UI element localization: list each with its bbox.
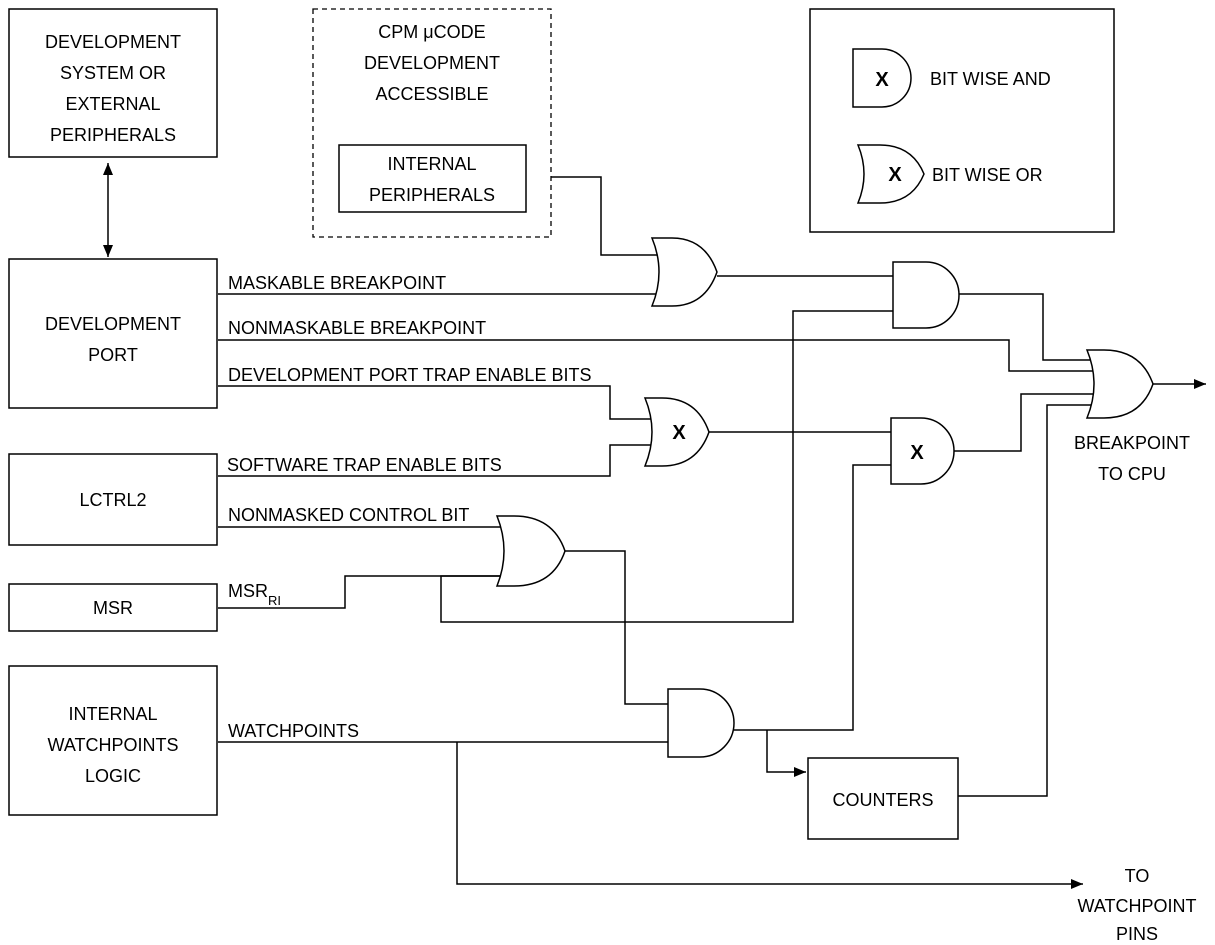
dev-system-line-1: DEVELOPMENT <box>45 32 181 52</box>
dev-system-line-4: PERIPHERALS <box>50 125 176 145</box>
trap-and-gate <box>890 417 955 485</box>
dev-port-line-1: DEVELOPMENT <box>45 314 181 334</box>
msr-ri-base: MSR <box>228 581 268 601</box>
msr-ri-subscript: RI <box>268 593 281 608</box>
maskable-breakpoint-label: MASKABLE BREAKPOINT <box>228 273 446 293</box>
sw-trap-label: SOFTWARE TRAP ENABLE BITS <box>227 455 502 475</box>
msr-block: MSR <box>8 583 218 632</box>
and-gate-legend-icon <box>852 48 912 108</box>
maskable-or-gate <box>650 237 718 307</box>
dev-system-block: DEVELOPMENT SYSTEM OR EXTERNAL PERIPHERA… <box>8 8 218 158</box>
watchpoint-and-gate <box>667 688 735 758</box>
to-pins-arrow <box>456 742 1083 889</box>
sw-trap-wire <box>218 444 657 477</box>
watchpoint-pins-line-1: TO <box>1125 866 1150 886</box>
and2-out-wire <box>954 393 1105 452</box>
msr-ri-label: MSRRI <box>228 581 281 608</box>
counters-out-wire <box>958 404 1103 797</box>
trap-or-mark: X <box>672 422 686 444</box>
to-counters-arrow <box>766 730 806 777</box>
cpm-title-line-1: CPM μCODE <box>378 22 485 42</box>
msr-loop-wire <box>440 310 893 623</box>
output-or-gate <box>1085 349 1154 419</box>
internal-peripherals-line-1: INTERNAL <box>387 154 476 174</box>
watchpoint-pins-line-3: PINS <box>1116 924 1158 944</box>
msr-label: MSR <box>93 598 133 618</box>
nonmasked-or-gate <box>495 515 566 587</box>
trap-and-mark: X <box>910 442 924 464</box>
dev-port-block: DEVELOPMENT PORT <box>8 258 218 409</box>
watchpoints-logic-line-1: INTERNAL <box>68 704 157 724</box>
breakpoint-cpu-line-2: TO CPU <box>1098 464 1166 484</box>
lctrl2-label: LCTRL2 <box>79 490 146 510</box>
and3-out-wire <box>734 464 893 731</box>
wires <box>103 163 1206 889</box>
legend-and-symbol: X <box>875 69 889 91</box>
watchpoints-logic-line-2: WATCHPOINTS <box>48 735 179 755</box>
internal-peripherals-box <box>338 144 527 213</box>
counters-label: COUNTERS <box>832 790 933 810</box>
internal-peripherals-wire <box>526 176 668 256</box>
dev-system-line-3: EXTERNAL <box>65 94 160 114</box>
nonmaskable-breakpoint-label: NONMASKABLE BREAKPOINT <box>228 318 486 338</box>
cpm-title-line-3: ACCESSIBLE <box>375 84 488 104</box>
lctrl2-block: LCTRL2 <box>8 453 218 546</box>
dev-system-line-2: SYSTEM OR <box>60 63 166 83</box>
or-gate-legend-icon <box>856 144 925 204</box>
legend-or-symbol: X <box>888 164 902 186</box>
internal-peripherals-line-2: PERIPHERALS <box>369 185 495 205</box>
msr-ri-wire <box>218 575 508 609</box>
dev-trap-label: DEVELOPMENT PORT TRAP ENABLE BITS <box>228 365 591 385</box>
nonmasked-control-label: NONMASKED CONTROL BIT <box>228 505 469 525</box>
legend-and-label: BIT WISE AND <box>930 69 1051 89</box>
cpm-ucode-block: CPM μCODE DEVELOPMENT ACCESSIBLE INTERNA… <box>312 8 552 238</box>
dev-trap-wire <box>218 385 657 420</box>
watchpoints-logic-line-3: LOGIC <box>85 766 141 786</box>
nonmaskable-wire <box>218 339 1105 372</box>
watchpoints-logic-block: INTERNAL WATCHPOINTS LOGIC <box>8 665 218 816</box>
watchpoints-label: WATCHPOINTS <box>228 721 359 741</box>
trap-or-gate <box>643 397 710 467</box>
or3-out-wire <box>565 550 668 705</box>
cpm-title-line-2: DEVELOPMENT <box>364 53 500 73</box>
counters-block: COUNTERS <box>807 757 959 840</box>
breakpoint-and-gate <box>892 261 960 329</box>
legend-or-label: BIT WISE OR <box>932 165 1043 185</box>
and1-out-wire <box>959 293 1103 361</box>
dev-port-line-2: PORT <box>88 345 138 365</box>
legend-box: X BIT WISE AND X BIT WISE OR <box>809 8 1115 233</box>
breakpoint-cpu-line-1: BREAKPOINT <box>1074 433 1190 453</box>
watchpoint-pins-line-2: WATCHPOINT <box>1078 896 1197 916</box>
